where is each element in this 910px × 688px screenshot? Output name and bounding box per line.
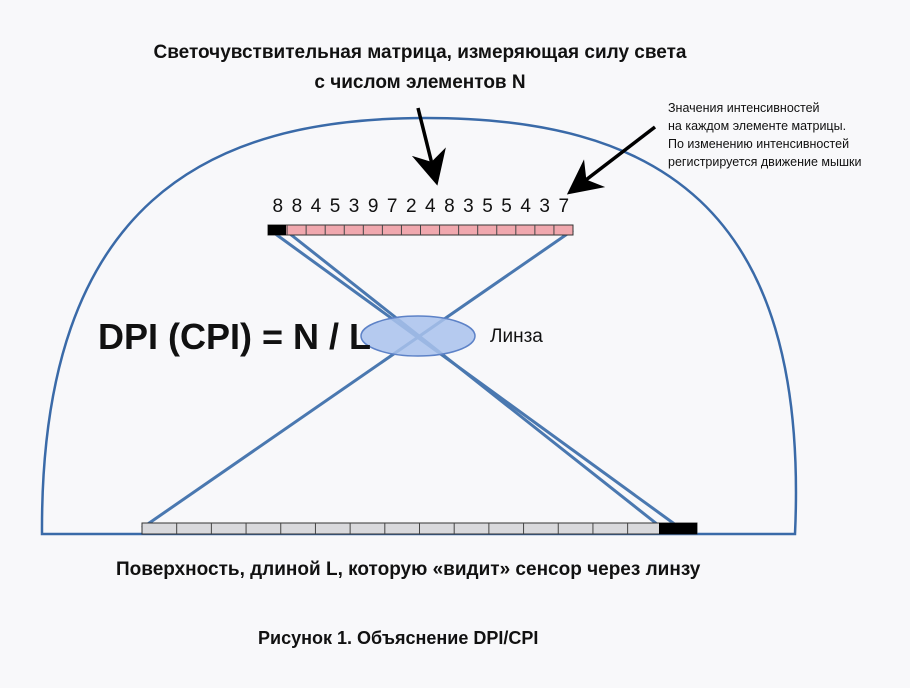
sensor-value: 3 (463, 196, 474, 217)
arrow-to-matrix (411, 107, 446, 186)
sensor-value: 5 (482, 196, 493, 217)
intensity-note-line: По изменению интенсивностей (668, 137, 850, 151)
sensor-value: 4 (310, 196, 322, 217)
sensor-value: 7 (386, 196, 398, 217)
sensor-matrix-bar (267, 224, 574, 236)
ray-right-cross (141, 228, 574, 530)
mouse-housing-outline (40, 116, 798, 536)
intensity-note-line: регистрируется движение мышки (668, 155, 862, 169)
sensor-value: 3 (539, 196, 550, 217)
lens (360, 315, 476, 357)
surface-bar (141, 522, 698, 535)
sensor-value: 8 (444, 196, 455, 217)
dark-element (659, 523, 697, 534)
arrow-to-values (566, 125, 657, 195)
dpi-formula: DPI (CPI) = N / L (98, 316, 372, 357)
sensor-value: 4 (425, 196, 436, 217)
figure-caption: Рисунок 1. Объяснение DPI/CPI (258, 628, 539, 648)
sensor-value: 4 (520, 196, 531, 217)
sensor-value: 5 (501, 196, 512, 217)
intensity-note-line: на каждом элементе матрицы. (668, 119, 847, 133)
sensor-value: 5 (329, 196, 341, 217)
sensor-value: 7 (558, 196, 570, 217)
sensor-value: 8 (272, 196, 284, 217)
sensor-value: 2 (405, 196, 417, 217)
lens-label: Линза (490, 326, 543, 347)
ray-left-cross-inner (284, 228, 663, 530)
sensor-value: 3 (348, 196, 360, 217)
sensor-value: 8 (291, 196, 303, 217)
matrix-title-line1: Светочувствительная матрица, измеряющая … (153, 42, 687, 63)
light-rays (141, 228, 681, 530)
matrix-title-line2: с числом элементов N (314, 72, 526, 93)
intensity-note: Значения интенсивностей на каждом элемен… (668, 99, 862, 171)
surface-label: Поверхность, длиной L, которую «видит» с… (116, 559, 701, 580)
intensity-note-line: Значения интенсивностей (668, 101, 820, 115)
sensor-value: 9 (367, 196, 379, 217)
dark-element (268, 225, 286, 235)
